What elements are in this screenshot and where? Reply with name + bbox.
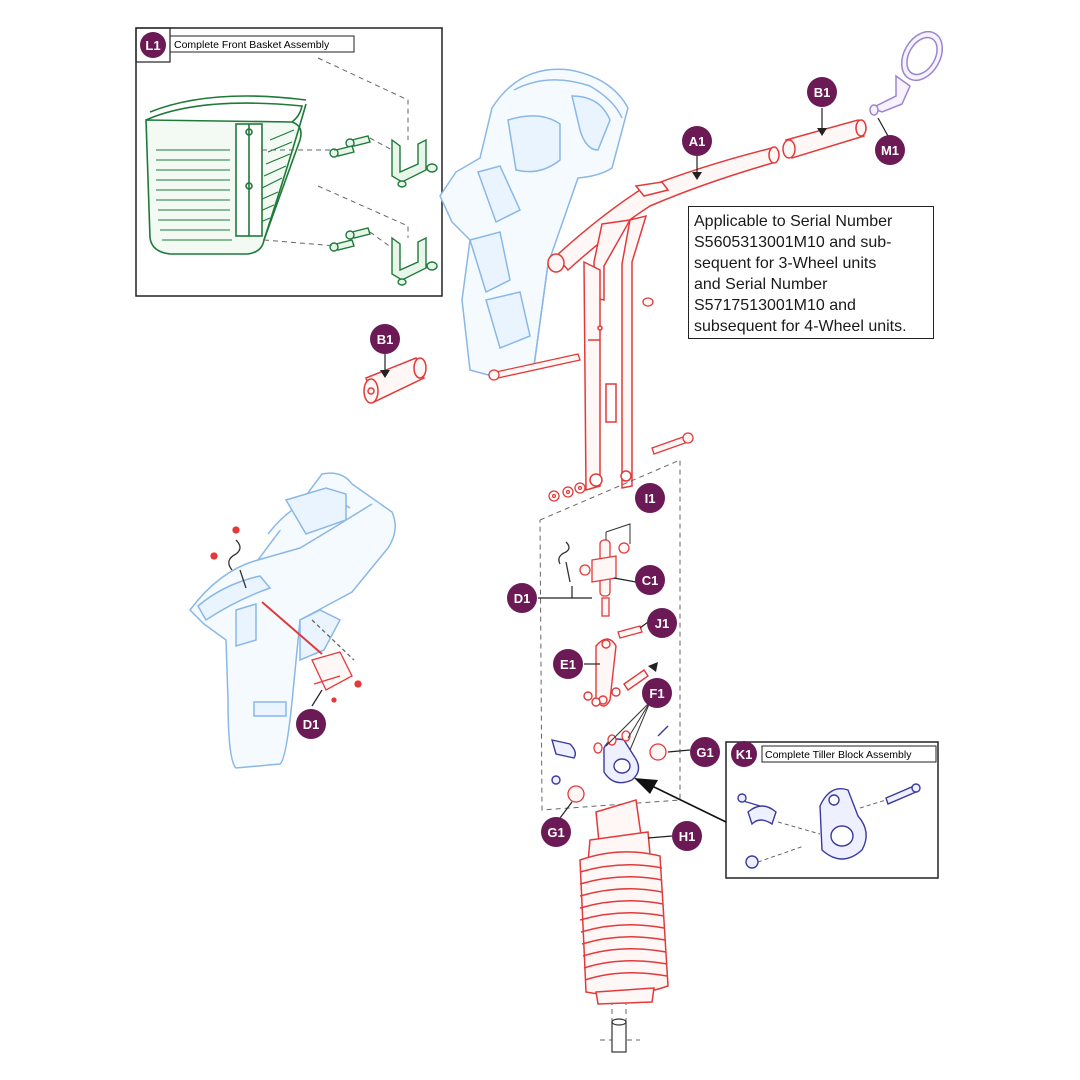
serial-number-note: Applicable to Serial Number S5605313001M… — [688, 206, 934, 339]
detail-arrow — [634, 778, 727, 823]
pin-J1 — [617, 625, 643, 639]
callout-G1-left: G1 — [541, 817, 571, 847]
frame-washers — [548, 482, 586, 502]
svg-text:A1: A1 — [689, 134, 706, 149]
tiller-block-title: Complete Tiller Block Assembly — [765, 749, 912, 761]
callout-D1-center: D1 — [507, 583, 537, 613]
latch-parts — [558, 539, 630, 617]
svg-text:I1: I1 — [645, 491, 656, 506]
callout-C1: C1 — [635, 565, 665, 595]
svg-text:F1: F1 — [649, 686, 664, 701]
svg-text:K1: K1 — [736, 747, 753, 762]
link-E1 — [583, 638, 649, 707]
callout-J1: J1 — [647, 608, 677, 638]
callout-K1: K1 — [731, 741, 757, 767]
note-line-6: subsequent for 4-Wheel units. — [694, 318, 907, 335]
callout-I1: I1 — [635, 483, 665, 513]
callout-A1: A1 — [682, 126, 712, 156]
note-line-2: S5605313001M10 and sub- — [694, 234, 892, 251]
basket-assembly-title: Complete Front Basket Assembly — [174, 39, 330, 51]
leader-arrowheads — [380, 128, 827, 672]
front-basket — [145, 95, 307, 255]
svg-text:G1: G1 — [547, 825, 564, 840]
tiller-boot — [579, 799, 669, 1005]
handle-grip-upper — [782, 119, 867, 159]
tiller-block-dashed — [757, 799, 887, 863]
tiller-block-box: Complete Tiller Block Assembly — [725, 741, 939, 879]
basket-brackets — [329, 135, 438, 286]
svg-text:J1: J1 — [655, 616, 669, 631]
tiller-block-detail — [737, 783, 921, 869]
callout-B1-upper: B1 — [807, 77, 837, 107]
lower-console — [189, 472, 396, 769]
note-line-4: and Serial Number — [694, 276, 828, 293]
svg-text:L1: L1 — [145, 38, 160, 53]
I1-leader — [605, 523, 631, 544]
note-line-3: sequent for 3-Wheel units — [694, 255, 877, 272]
svg-text:H1: H1 — [679, 829, 696, 844]
callout-B1-lower: B1 — [370, 324, 400, 354]
note-line-1: Applicable to Serial Number — [694, 213, 893, 230]
callout-E1: E1 — [553, 649, 583, 679]
svg-text:C1: C1 — [642, 573, 659, 588]
svg-text:E1: E1 — [560, 657, 576, 672]
upper-console-shroud — [439, 68, 629, 377]
svg-text:M1: M1 — [881, 143, 899, 158]
callout-M1: M1 — [875, 135, 905, 165]
callout-G1-right: G1 — [690, 737, 720, 767]
shaft — [611, 1018, 627, 1053]
svg-text:D1: D1 — [303, 717, 320, 732]
callout-F1: F1 — [642, 678, 672, 708]
handle-grip-lower — [363, 357, 427, 404]
callout-D1-left: D1 — [296, 709, 326, 739]
callout-L1: L1 — [140, 32, 166, 58]
basket-dashed-guides — [262, 57, 409, 249]
tiller-frame — [547, 146, 780, 491]
svg-text:G1: G1 — [696, 745, 713, 760]
mirror — [869, 31, 944, 116]
svg-text:D1: D1 — [514, 591, 531, 606]
note-line-5: S5717513001M10 and — [694, 297, 856, 314]
svg-text:B1: B1 — [377, 332, 394, 347]
F1-leader — [605, 701, 651, 751]
basket-assembly-box: Complete Front Basket Assembly — [135, 27, 443, 297]
callout-H1: H1 — [672, 821, 702, 851]
lower-console-parts — [210, 526, 362, 703]
leader-lines — [311, 108, 889, 839]
svg-text:B1: B1 — [814, 85, 831, 100]
frame-bolts — [488, 297, 694, 455]
